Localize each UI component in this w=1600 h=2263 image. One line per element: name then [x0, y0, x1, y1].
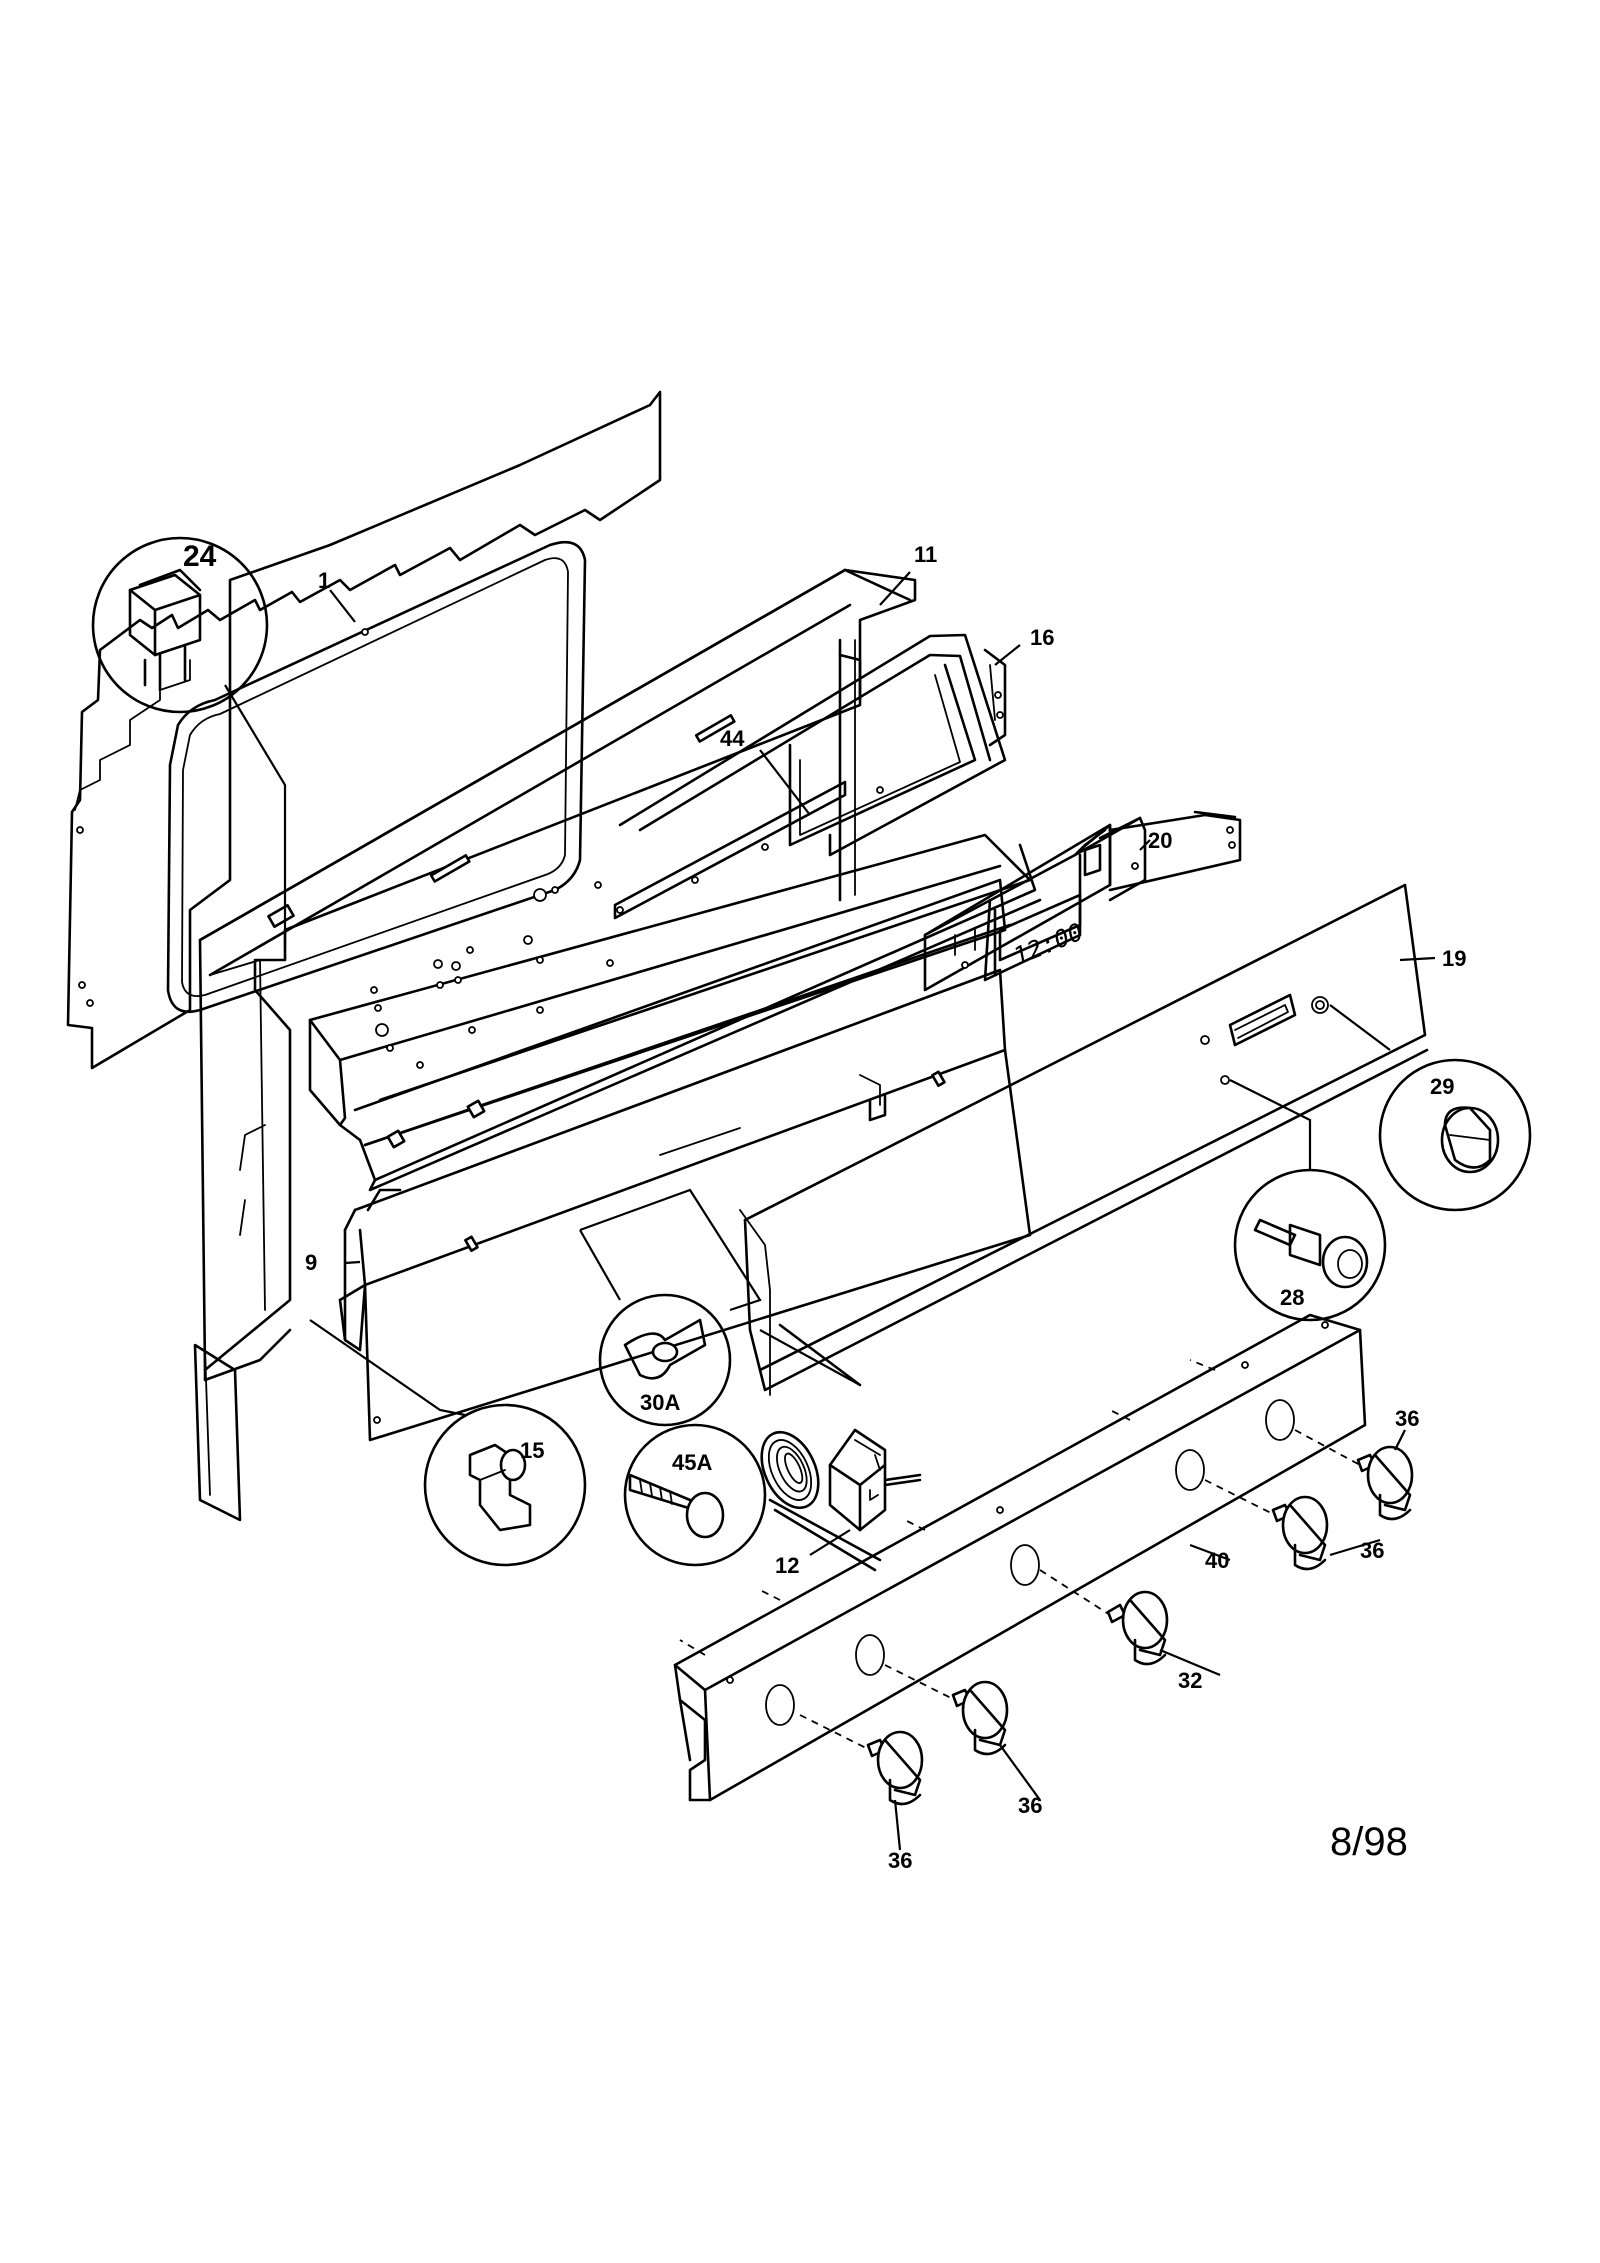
detail-24-rocker-switch: 24 [91, 536, 287, 950]
callout-1: 1 [318, 568, 330, 593]
callout-19: 19 [1442, 946, 1466, 971]
callout-20: 20 [1148, 828, 1172, 853]
part-44-strip [613, 780, 847, 920]
callout-45a: 45A [672, 1450, 712, 1475]
detail-45a-bolt: 45A [623, 1329, 861, 1567]
callout-40: 40 [1205, 1548, 1229, 1573]
callout-24: 24 [183, 540, 217, 573]
detail-15-bracket: 15 [309, 1319, 587, 1567]
detail-29-button: 29 [1329, 1004, 1532, 1212]
part-9-control-bracket [308, 786, 1042, 1442]
callout-36-d: 36 [1395, 1406, 1419, 1431]
callout-30a: 30A [640, 1390, 680, 1415]
detail-30a-wing-nut: 30A [579, 1188, 762, 1427]
detail-28-switch: 28 [1229, 1079, 1387, 1322]
knob-36-b [884, 1664, 1009, 1756]
callout-16: 16 [1030, 625, 1054, 650]
part-11-backguard [198, 568, 917, 1382]
callout-29: 29 [1430, 1074, 1454, 1099]
callout-28: 28 [1280, 1285, 1304, 1310]
part-16-trim-frame [618, 633, 1007, 857]
date-code: 8/98 [1330, 1820, 1408, 1864]
callout-11: 11 [914, 542, 937, 567]
part-12-thermostat [760, 1428, 922, 1572]
leader-lines [329, 571, 1436, 1851]
knob-36-c [1204, 1479, 1329, 1571]
callout-36-b: 36 [1018, 1793, 1042, 1818]
clock-display-text: 12:00 [1010, 918, 1087, 971]
callout-44: 44 [720, 726, 745, 751]
side-trim-piece [193, 1343, 242, 1522]
callout-12: 12 [775, 1553, 799, 1578]
part-1-back-panel [66, 390, 662, 1070]
callout-36-a: 36 [888, 1848, 912, 1873]
part-40-knob-rail [673, 1313, 1367, 1802]
callout-36-c: 36 [1360, 1538, 1384, 1563]
knob-36-d [1294, 1429, 1414, 1521]
callout-32: 32 [1178, 1668, 1202, 1693]
callout-9: 9 [305, 1250, 317, 1275]
knob-32 [1039, 1569, 1169, 1666]
callout-15: 15 [520, 1438, 544, 1463]
knob-36-a [799, 1714, 924, 1806]
